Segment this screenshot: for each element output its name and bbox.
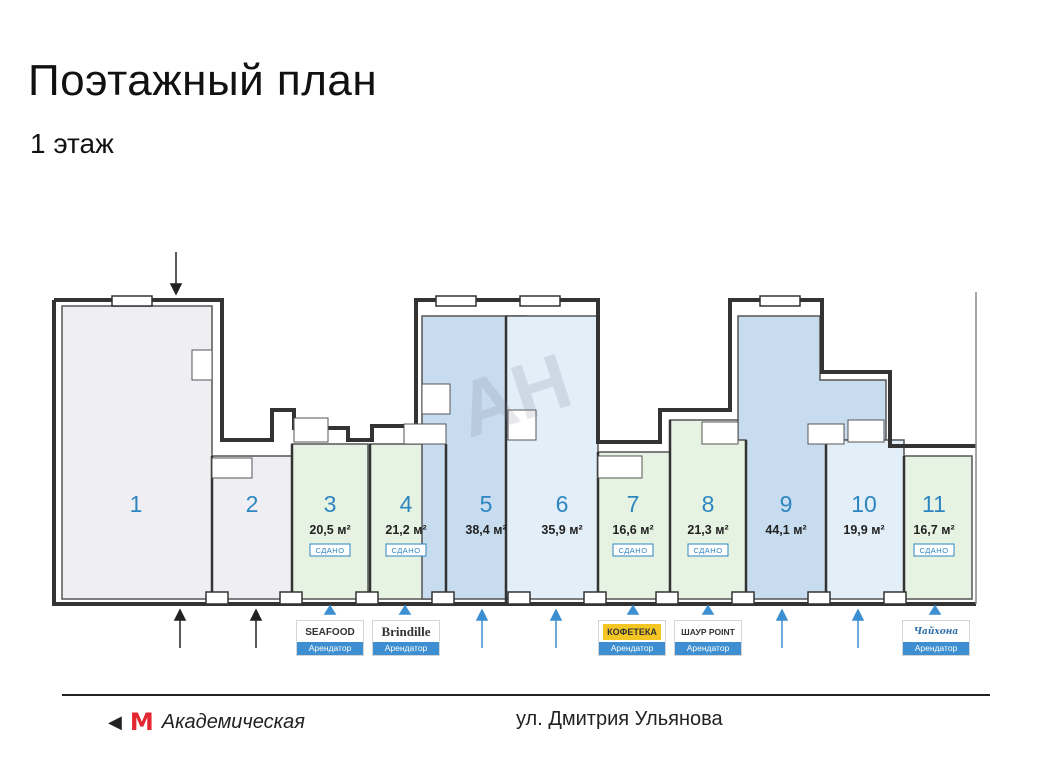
tenant-brand: Чайхона xyxy=(913,627,959,637)
unit-11-area: 16,7 м² xyxy=(913,523,954,537)
metro-icon: M xyxy=(129,708,154,736)
tenant-label: Арендатор xyxy=(599,642,665,655)
unit-7-status: СДАНО xyxy=(618,546,647,555)
unit-7-area: 16,6 м² xyxy=(612,523,653,537)
arrow-up-blue-icon xyxy=(323,604,942,648)
unit-6-number: 6 xyxy=(556,491,569,517)
unit-6-area: 35,9 м² xyxy=(541,523,582,537)
unit-4-number: 4 xyxy=(400,491,413,517)
tenant-brand: ШАУР POINT xyxy=(681,627,735,637)
unit-1-fill xyxy=(61,305,213,600)
metro-station: ◀ M Академическая xyxy=(108,708,305,736)
page-title: Поэтажный план xyxy=(28,56,378,105)
unit-8-number: 8 xyxy=(702,491,715,517)
unit-3-status: СДАНО xyxy=(315,546,344,555)
floor-label: 1 этаж xyxy=(30,128,114,159)
columns xyxy=(111,295,907,605)
metro-station-name: Академическая xyxy=(161,710,305,733)
unit-3-fill xyxy=(291,443,369,600)
tenant-label: Арендатор xyxy=(373,642,439,655)
unit-2-number: 2 xyxy=(246,491,259,517)
arrow-left-icon: ◀ xyxy=(108,711,122,732)
tenant-label: Арендатор xyxy=(903,642,969,655)
unit-4-area: 21,2 м² xyxy=(385,523,426,537)
tenant-card-seafood[interactable]: SEAFOOD Арендатор xyxy=(296,620,364,656)
unit-11-number: 11 xyxy=(922,491,946,517)
bathrooms xyxy=(191,349,885,479)
arrow-top-entrance-icon xyxy=(169,252,183,296)
unit-5-area: 38,4 м² xyxy=(465,523,506,537)
unit-3-area: 20,5 м² xyxy=(309,523,350,537)
room-fills xyxy=(61,305,973,600)
unit-9-area: 44,1 м² xyxy=(765,523,806,537)
unit-7-number: 7 xyxy=(627,491,640,517)
unit-1-number: 1 xyxy=(130,491,143,517)
tenant-card-chaihona[interactable]: Чайхона Арендатор xyxy=(902,620,970,656)
unit-8-fill xyxy=(669,419,747,600)
tenant-brand: SEAFOOD xyxy=(305,626,355,638)
tenant-card-shaurpoint[interactable]: ШАУР POINT Арендатор xyxy=(674,620,742,656)
tenant-brand: КОФЕТЕКА xyxy=(603,624,661,640)
unit-10-area: 19,9 м² xyxy=(843,523,884,537)
unit-labels: 1 2 3 20,5 м² СДАНО 4 21,2 м² СДАНО 5 38… xyxy=(130,491,955,557)
street-name: ул. Дмитрия Ульянова xyxy=(516,708,723,730)
unit-6-fill xyxy=(505,315,599,600)
unit-8-area: 21,3 м² xyxy=(687,523,728,537)
entrance-arrows xyxy=(169,252,942,648)
tenant-label: Арендатор xyxy=(675,642,741,655)
unit-11-status: СДАНО xyxy=(919,546,948,555)
unit-5-number: 5 xyxy=(480,491,493,517)
unit-3-number: 3 xyxy=(324,491,337,517)
unit-10-number: 10 xyxy=(851,491,877,517)
tenant-label: Арендатор xyxy=(297,642,363,655)
unit-10-fill xyxy=(825,439,905,600)
unit-9-number: 9 xyxy=(780,491,793,517)
unit-8-status: СДАНО xyxy=(693,546,722,555)
unit-4-status: СДАНО xyxy=(391,546,420,555)
tenant-brand: Brindille xyxy=(381,624,431,639)
tenant-card-kofeteka[interactable]: КОФЕТЕКА Арендатор xyxy=(598,620,666,656)
arrow-up-dark-icon xyxy=(173,608,263,648)
tenant-card-brindille[interactable]: Brindille Арендатор xyxy=(372,620,440,656)
street-line xyxy=(62,694,990,696)
